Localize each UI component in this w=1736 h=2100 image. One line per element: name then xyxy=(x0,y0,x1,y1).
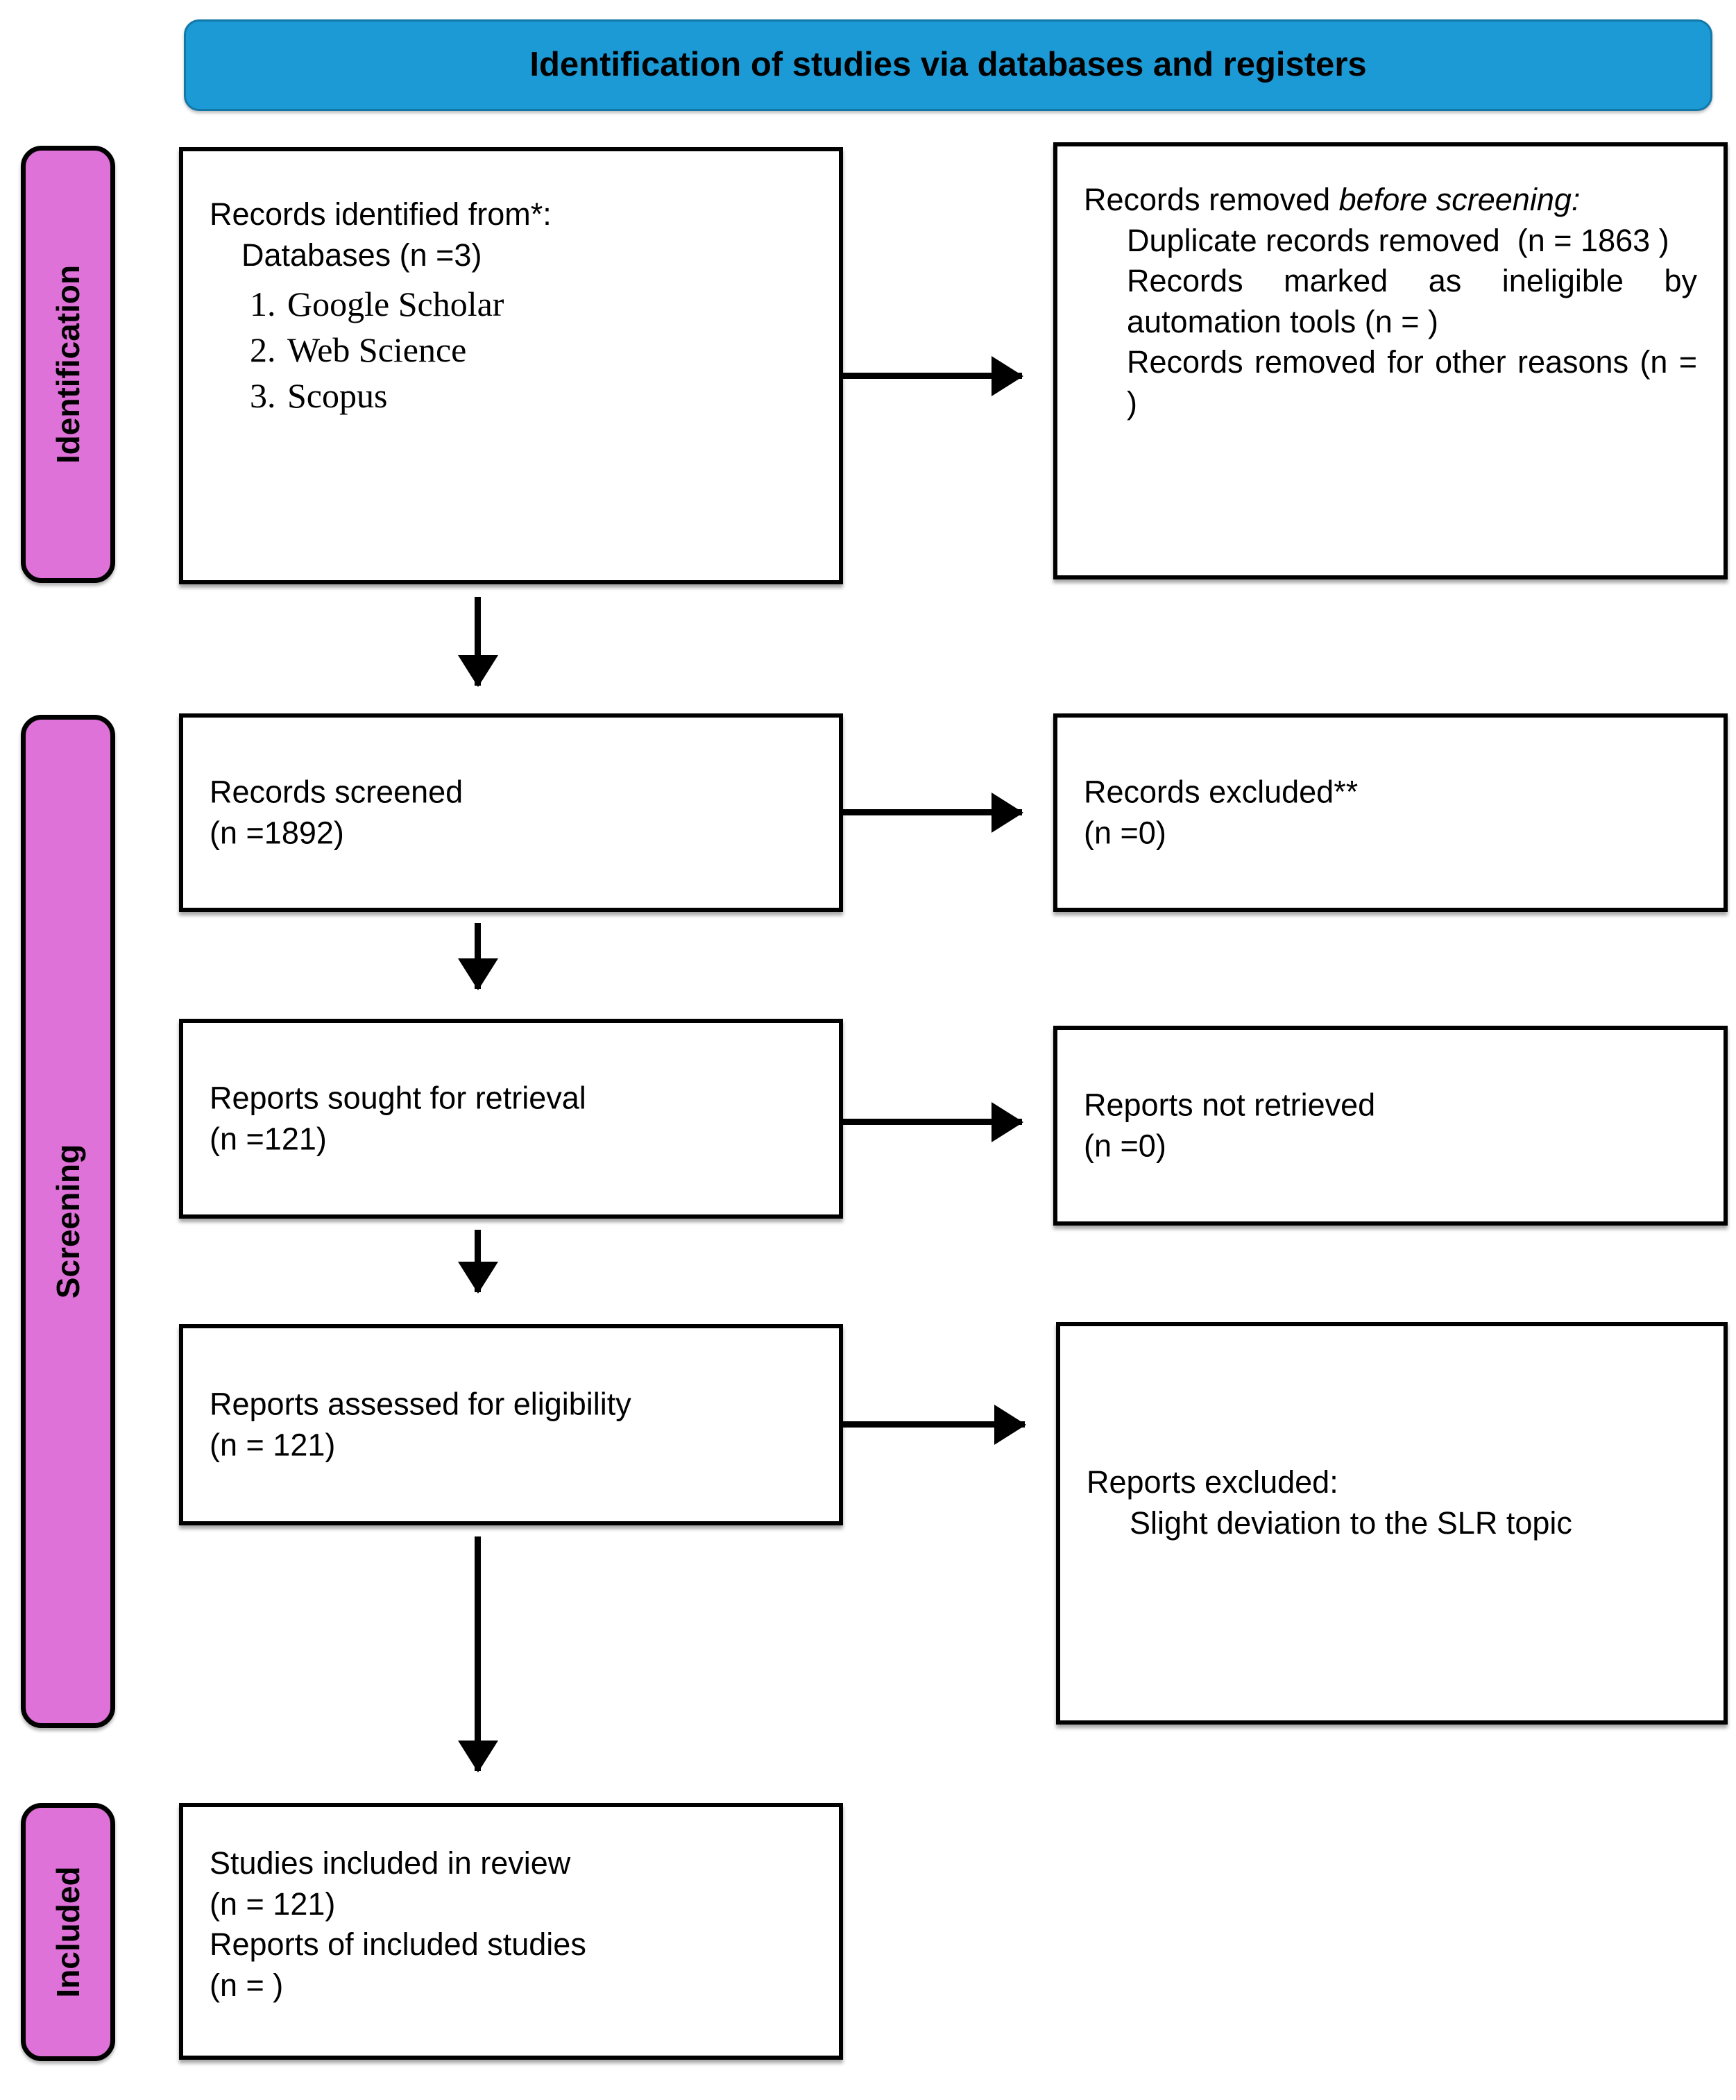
reports-not-retrieved-line1: Reports not retrieved xyxy=(1084,1087,1376,1123)
arrow-sought-to-not-retrieved xyxy=(843,1119,1022,1125)
studies-included-line2: (n = 121) xyxy=(210,1886,336,1922)
records-screened-line2: (n =1892) xyxy=(210,815,344,850)
box-reports-sought-for-retrieval: Reports sought for retrieval (n =121) xyxy=(179,1019,843,1219)
arrow-screened-to-sought xyxy=(475,923,481,989)
records-identified-line2: Databases (n =3) xyxy=(241,237,482,273)
box-records-screened: Records screened (n =1892) xyxy=(179,713,843,912)
records-removed-heading-italic: before screening xyxy=(1338,182,1572,217)
list-item-label: Scopus xyxy=(287,376,388,415)
stage-label-screening-text: Screening xyxy=(50,1144,86,1299)
arrow-sought-to-assessed xyxy=(475,1230,481,1292)
box-records-excluded: Records excluded** (n =0) xyxy=(1053,713,1728,912)
arrow-assessed-to-included xyxy=(475,1536,481,1771)
list-item: 1. Google Scholar xyxy=(210,281,812,327)
records-removed-heading: Records removed before screening: xyxy=(1084,180,1697,221)
arrow-identified-to-removed xyxy=(843,373,1022,379)
arrow-identified-to-screened xyxy=(475,597,481,686)
box-reports-assessed-for-eligibility: Reports assessed for eligibility (n = 12… xyxy=(179,1324,843,1525)
records-removed-heading-colon: : xyxy=(1571,182,1581,217)
records-removed-line3: Records removed for other reasons (n = ) xyxy=(1127,344,1706,421)
studies-included-line3: Reports of included studies xyxy=(210,1927,586,1962)
records-identified-line1: Records identified from*: xyxy=(210,196,552,232)
records-removed-line1: Duplicate records removed (n = 1863 ) xyxy=(1127,222,1669,258)
reports-assessed-line2: (n = 121) xyxy=(210,1427,336,1462)
stage-label-included-text: Included xyxy=(50,1866,86,1998)
box-records-removed-before-screening: Records removed before screening: Duplic… xyxy=(1053,142,1728,579)
reports-excluded-line1: Reports excluded: xyxy=(1087,1464,1338,1500)
stage-label-identification-text: Identification xyxy=(50,264,86,464)
reports-assessed-line1: Reports assessed for eligibility xyxy=(210,1386,631,1422)
box-records-identified: Records identified from*: Databases (n =… xyxy=(179,147,843,584)
stage-label-identification: Identification xyxy=(21,146,115,583)
databases-list: 1. Google Scholar 2. Web Science 3. Scop… xyxy=(210,281,812,418)
list-item: 2. Web Science xyxy=(210,327,812,373)
box-studies-included: Studies included in review (n = 121) Rep… xyxy=(179,1803,843,2060)
records-excluded-line2: (n =0) xyxy=(1084,815,1166,850)
reports-sought-line2: (n =121) xyxy=(210,1121,327,1156)
diagram-header-banner: Identification of studies via databases … xyxy=(184,19,1712,111)
list-item-number: 3. xyxy=(250,376,276,415)
stage-label-screening: Screening xyxy=(21,715,115,1728)
list-item-label: Web Science xyxy=(287,330,467,369)
list-item-number: 1. xyxy=(250,285,276,323)
diagram-title: Identification of studies via databases … xyxy=(529,46,1367,84)
records-removed-heading-plain: Records removed xyxy=(1084,182,1339,217)
arrow-screened-to-excluded xyxy=(843,809,1022,815)
records-screened-line1: Records screened xyxy=(210,774,463,810)
arrow-assessed-to-reports-excluded xyxy=(843,1421,1025,1428)
reports-not-retrieved-line2: (n =0) xyxy=(1084,1128,1166,1163)
records-removed-line2: Records marked as ineligible by automati… xyxy=(1127,263,1706,339)
reports-sought-line1: Reports sought for retrieval xyxy=(210,1080,586,1116)
list-item-number: 2. xyxy=(250,330,276,369)
reports-excluded-line2: Slight deviation to the SLR topic xyxy=(1130,1505,1572,1541)
list-item-label: Google Scholar xyxy=(287,285,504,323)
stage-label-included: Included xyxy=(21,1803,115,2061)
records-excluded-line1: Records excluded** xyxy=(1084,774,1359,810)
box-reports-not-retrieved: Reports not retrieved (n =0) xyxy=(1053,1026,1728,1226)
studies-included-line1: Studies included in review xyxy=(210,1845,571,1881)
list-item: 3. Scopus xyxy=(210,373,812,418)
box-reports-excluded-reasons: Reports excluded: Slight deviation to th… xyxy=(1056,1322,1728,1725)
studies-included-line4: (n = ) xyxy=(210,1967,284,2003)
